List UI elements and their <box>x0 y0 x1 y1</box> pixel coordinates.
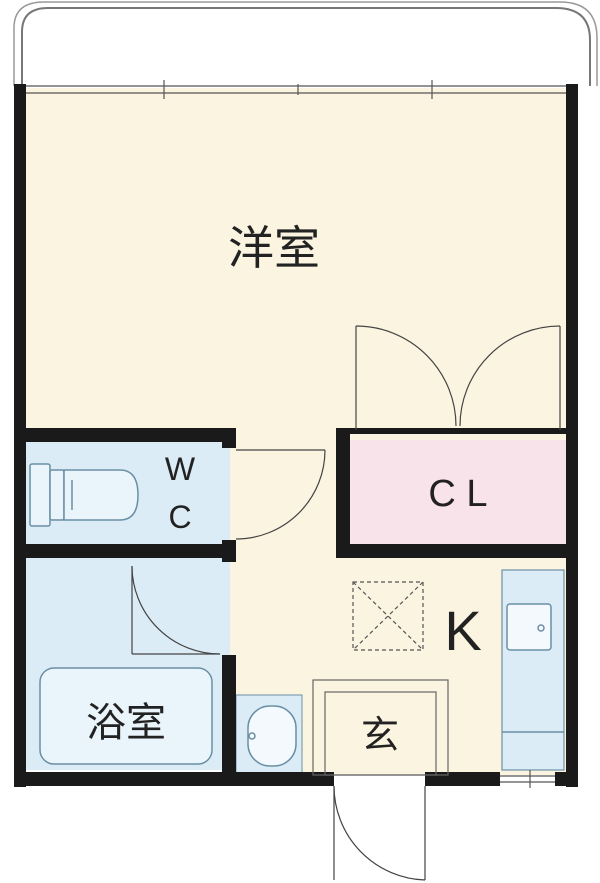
toilet-icon <box>29 463 139 527</box>
kitchen-counter <box>501 569 565 771</box>
bathroom-label: 浴室 <box>86 700 166 746</box>
walls <box>14 84 578 787</box>
washbasin-icon <box>247 705 297 767</box>
ceiling-hatch-icon <box>352 581 424 651</box>
entrance-frame <box>312 679 449 776</box>
kitchen-label: K <box>444 599 481 662</box>
western-room-floor <box>22 88 571 433</box>
entrance-door <box>333 785 426 881</box>
entrance-label: 玄 <box>361 713 399 757</box>
bathroom-door <box>131 565 221 655</box>
closet-label: C L <box>428 473 487 515</box>
wc-door <box>235 449 326 540</box>
wc-label-w: W <box>165 451 196 487</box>
closet-doors <box>355 325 561 430</box>
sink-icon <box>502 603 564 733</box>
window-sash <box>24 80 571 99</box>
western-room-label: 洋室 <box>228 221 320 275</box>
closet-floor <box>345 440 571 548</box>
balcony <box>13 1 598 86</box>
wc-label-c: C <box>168 499 191 535</box>
kitchen-window <box>500 770 555 788</box>
bathtub-icon <box>39 667 213 765</box>
